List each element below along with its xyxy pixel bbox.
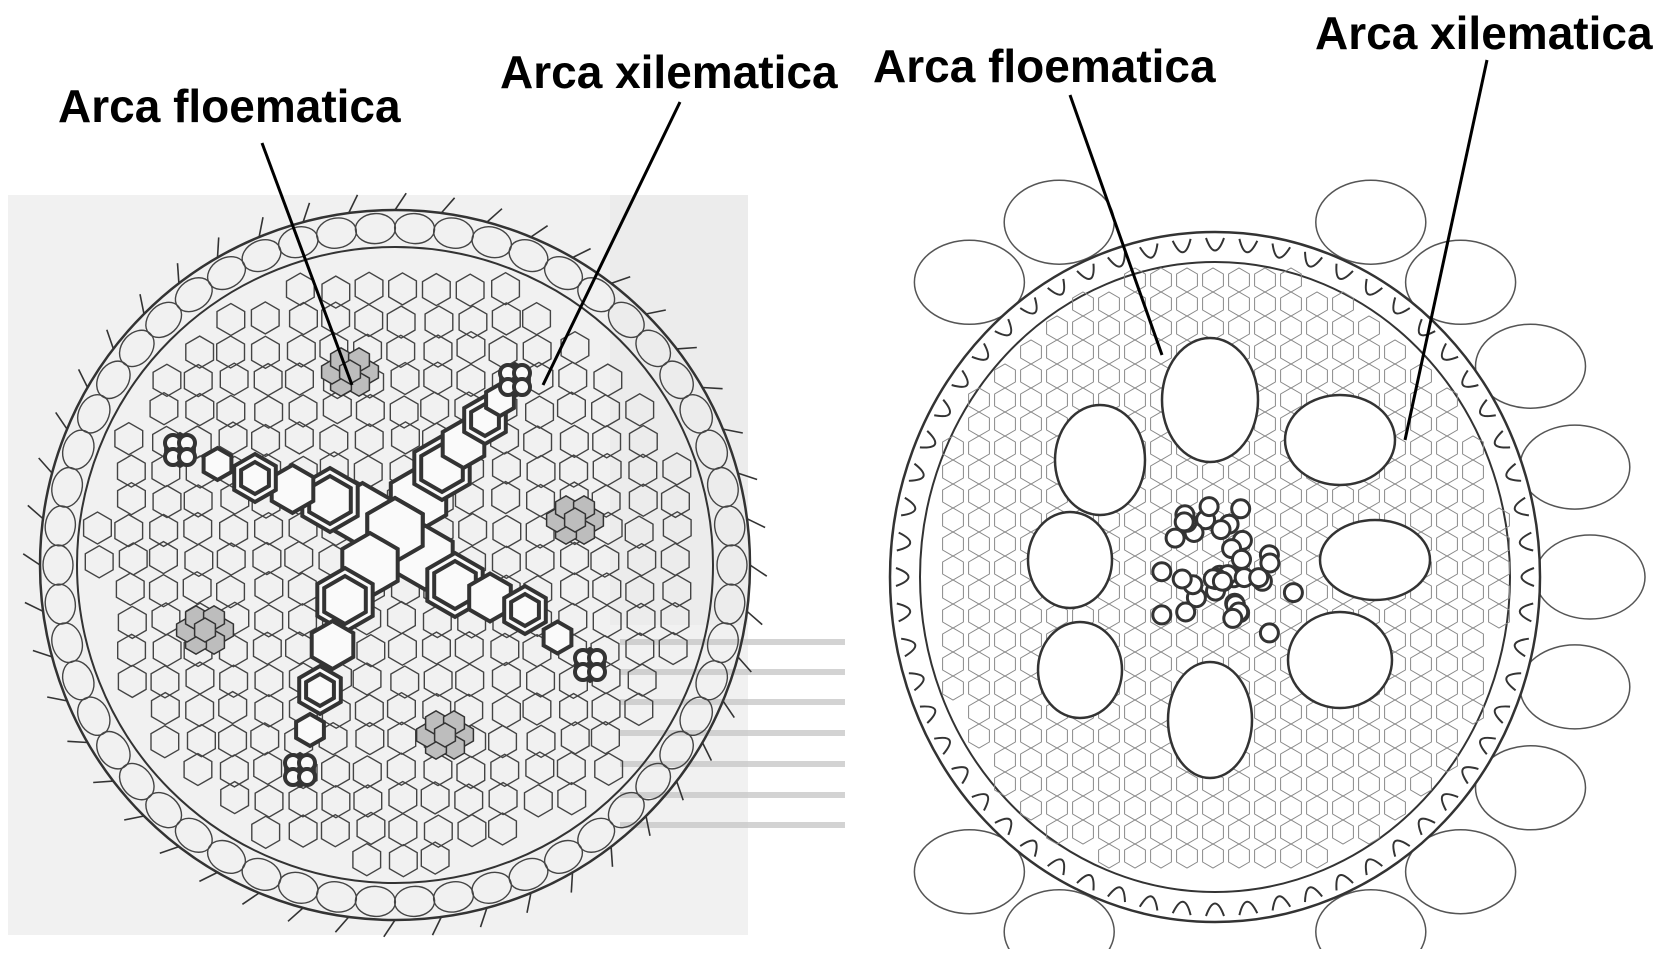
metaxylem-vessel: [1285, 395, 1395, 485]
root-hair-spike: [747, 611, 762, 624]
label-left-xylem: Arca xilematica: [500, 49, 838, 95]
xylem-vessel: [544, 622, 572, 654]
xylem-vessel: [204, 448, 232, 480]
cortex-parenchyma-cell: [1004, 180, 1114, 264]
phloem-cell: [195, 618, 216, 642]
protoxylem-vessel: [299, 769, 315, 785]
central-vessel: [1177, 603, 1195, 621]
central-vessel: [1232, 500, 1250, 518]
central-vessel: [1175, 513, 1193, 531]
metaxylem-vessel: [1055, 405, 1145, 515]
label-right-xylem: Arca xilematica: [1315, 10, 1653, 56]
central-vessel: [1173, 570, 1191, 588]
left-scan-text-lines: [620, 642, 845, 825]
central-vessel: [1224, 609, 1242, 627]
xylem-vessel: [306, 674, 334, 706]
phloem-cell: [435, 723, 456, 747]
xylem-vessel: [241, 462, 269, 494]
metaxylem-vessel: [1038, 622, 1122, 718]
left-root-section: [8, 193, 845, 937]
xylem-vessel: [312, 621, 354, 669]
protoxylem-vessel: [179, 449, 195, 465]
right-root-section: [890, 180, 1645, 949]
xylem-vessel: [324, 576, 366, 624]
xylem-vessel: [511, 594, 539, 626]
central-vessel: [1213, 572, 1231, 590]
xylem-vessel: [309, 476, 351, 524]
cortex-parenchyma-cell: [1520, 645, 1630, 729]
metaxylem-vessel: [1028, 512, 1112, 608]
xylem-vessel: [296, 714, 324, 746]
central-vessel: [1284, 584, 1302, 602]
label-left-phloem: Arca floematica: [58, 83, 401, 129]
central-vessel: [1153, 606, 1171, 624]
metaxylem-vessel: [1288, 612, 1392, 708]
root-hair-spike: [747, 519, 765, 528]
xylem-vessel: [272, 465, 314, 513]
central-vessel: [1212, 521, 1230, 539]
cortex-parenchyma-cell: [1520, 425, 1630, 509]
protoxylem-vessel: [589, 664, 605, 680]
protoxylem-vessel: [514, 379, 530, 395]
central-vessel: [1233, 550, 1251, 568]
label-right-phloem: Arca floematica: [873, 43, 1216, 89]
metaxylem-vessel: [1168, 662, 1252, 778]
central-vessel: [1200, 498, 1218, 516]
central-vessel: [1260, 624, 1278, 642]
left-scan-shade: [610, 195, 748, 625]
phloem-cell: [565, 508, 586, 532]
metaxylem-vessel: [1320, 520, 1430, 600]
metaxylem-vessel: [1162, 338, 1258, 462]
central-vessel: [1153, 563, 1171, 581]
cortex-parenchyma-cell: [1316, 180, 1426, 264]
central-vessel: [1250, 569, 1268, 587]
root-hair-spike: [750, 565, 767, 576]
cortex-parenchyma-cell: [1535, 535, 1645, 619]
